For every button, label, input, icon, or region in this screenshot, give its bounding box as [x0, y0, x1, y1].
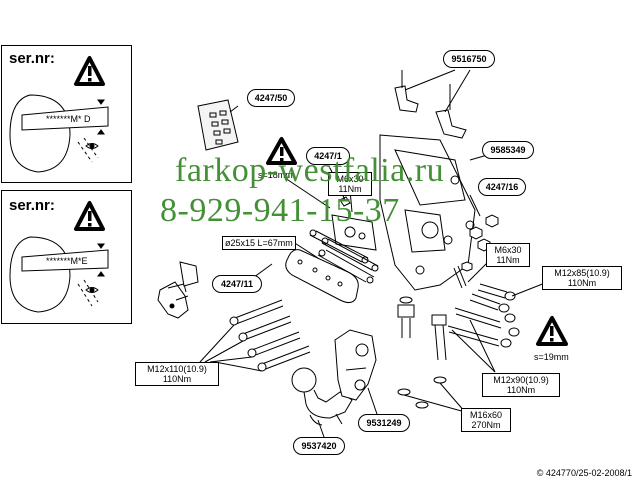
- spec-m16x60-size: M16x60: [469, 410, 503, 420]
- part-4247-11-label: 4247/11: [212, 275, 262, 293]
- watermark-site: farkop-westfalia.ru: [175, 152, 445, 189]
- sernr-code-top: *******M* D: [46, 114, 91, 124]
- spec-m16x60: M16x60 270Nm: [461, 408, 511, 432]
- part-9537420-label: 9537420: [293, 437, 345, 455]
- spec-sleeve: ø25x15 L=67mm: [222, 236, 296, 250]
- spec-m6x30-top-size: M6x30: [336, 174, 364, 184]
- part-9585349-label: 9585349: [482, 141, 534, 159]
- part-4247-16-label: 4247/16: [478, 178, 526, 196]
- part-9531249-label: 9531249: [358, 414, 410, 432]
- warning-icon-panel-top: [74, 56, 105, 86]
- sernr-label-bottom: ser.nr:: [9, 197, 55, 214]
- spec-m6x30-top: M6x30 11Nm: [328, 172, 372, 196]
- sernr-label-top: ser.nr:: [9, 50, 55, 67]
- part-4247-50-label: 4247/50: [247, 89, 295, 107]
- wrench-size-19-label: s=19mm: [534, 352, 569, 362]
- spec-m12x110-torque: 110Nm: [162, 374, 192, 384]
- spec-m12x90: M12x90(10.9) 110Nm: [482, 373, 560, 397]
- spec-m12x85-size: M12x85(10.9): [554, 268, 610, 278]
- spec-m6x30-top-torque: 11Nm: [338, 184, 362, 194]
- spec-m12x90-torque: 110Nm: [506, 385, 536, 395]
- spec-m12x110: M12x110(10.9) 110Nm: [135, 362, 219, 386]
- spec-m12x85: M12x85(10.9) 110Nm: [542, 266, 622, 290]
- spec-m6x30-right: M6x30 11Nm: [486, 243, 530, 267]
- spec-m16x60-torque: 270Nm: [471, 420, 501, 430]
- warning-icon-right: [536, 316, 568, 346]
- copyright-footer: © 424770/25-02-2008/1: [536, 468, 632, 478]
- spec-m12x90-size: M12x90(10.9): [493, 375, 549, 385]
- watermark-phone: 8-929-941-15-37: [160, 192, 400, 229]
- sernr-code-bottom: *******M*E: [46, 256, 88, 266]
- spec-m6x30-right-torque: 11Nm: [496, 255, 520, 265]
- part-4247-1-label: 4247/1: [306, 147, 350, 165]
- spec-m12x110-size: M12x110(10.9): [147, 364, 207, 374]
- warning-icon-panel-bottom: [74, 201, 105, 231]
- spec-m6x30-right-size: M6x30: [494, 245, 522, 255]
- part-9516750-label: 9516750: [443, 50, 495, 68]
- warning-icon-middle: [266, 137, 297, 165]
- wrench-size-18-label: s=18mm: [258, 170, 293, 180]
- spec-m12x85-torque: 110Nm: [567, 278, 597, 288]
